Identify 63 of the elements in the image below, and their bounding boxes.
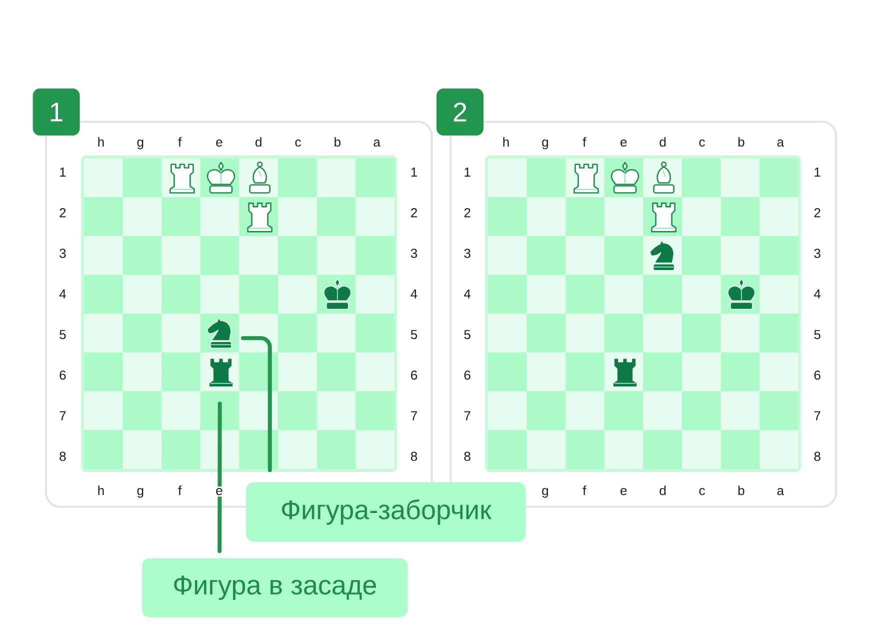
coordinate-label: e <box>216 140 222 147</box>
coordinate-label: c <box>699 140 705 147</box>
coordinate-label: 3 <box>814 248 820 258</box>
coordinate-label: b <box>738 137 744 147</box>
coordinate-label: a <box>374 140 380 147</box>
coordinate-label: f <box>582 486 586 495</box>
coordinate-label: 1 <box>464 168 470 177</box>
coordinate-label: 8 <box>410 452 418 461</box>
coordinate-label: 6 <box>814 370 820 380</box>
coordinate-label: 7 <box>464 411 470 420</box>
coordinate-label: f <box>178 486 182 495</box>
coordinate-label: a <box>777 140 784 147</box>
coordinate-label: 8 <box>60 452 66 461</box>
coordinate-label: b <box>738 486 744 496</box>
coordinate-label: 7 <box>411 411 417 420</box>
coordinate-label: h <box>98 137 104 146</box>
coordinate-label: 4 <box>814 289 821 298</box>
coordinate-label: d <box>660 137 666 147</box>
coordinate-label: 1 <box>814 168 820 177</box>
coordinate-label: 2 <box>411 208 417 218</box>
coordinate-label: 3 <box>60 248 66 258</box>
callout-box: Фигура в засаде <box>142 558 408 618</box>
coordinate-label: 7 <box>60 411 66 420</box>
coordinate-label: 2 <box>464 208 470 218</box>
coordinate-label: 3 <box>464 248 470 258</box>
coordinate-label: e <box>214 486 224 497</box>
coordinate-label: g <box>542 140 548 150</box>
coordinate-label: 6 <box>60 370 66 380</box>
coordinate-label: 8 <box>814 452 820 461</box>
coordinate-label: 2 <box>60 208 66 218</box>
coordinate-label: 4 <box>464 289 471 298</box>
coordinate-label: e <box>620 140 627 147</box>
coordinate-label: c <box>699 488 705 496</box>
coordinate-label: b <box>334 137 340 147</box>
coordinate-label: h <box>98 486 104 495</box>
number-badge: 2 <box>436 88 484 136</box>
coordinate-label: h <box>503 137 509 146</box>
coordinate-label: g <box>542 488 548 498</box>
coordinate-label: d <box>256 137 262 147</box>
coordinate-label: 4 <box>59 289 66 298</box>
coordinate-label: g <box>137 488 144 498</box>
coordinate-label: g <box>137 140 144 150</box>
number-badge: 1 <box>32 88 80 136</box>
coordinate-label: 5 <box>410 330 418 340</box>
coordinate-label: 8 <box>464 452 470 461</box>
coordinate-label: f <box>582 137 586 146</box>
coordinate-label: 7 <box>814 411 820 420</box>
coordinate-label: 4 <box>410 289 418 298</box>
coordinate-label: d <box>660 486 666 496</box>
coordinate-label: e <box>620 488 627 496</box>
coordinate-label: 6 <box>464 370 470 380</box>
coordinate-label: f <box>178 137 182 146</box>
coordinate-label: 1 <box>60 168 66 177</box>
coordinate-label: 1 <box>411 168 417 177</box>
coordinate-label: a <box>777 488 784 496</box>
coordinate-label: 2 <box>814 208 820 218</box>
coordinate-label: 5 <box>464 330 470 340</box>
coordinate-label: 5 <box>814 330 820 340</box>
coordinate-label: 6 <box>411 370 418 380</box>
callout-box: Фигура-заборчик <box>246 482 526 542</box>
coordinate-label: 3 <box>410 248 418 258</box>
coordinate-label: c <box>295 140 301 147</box>
coordinate-label: 5 <box>60 330 66 340</box>
